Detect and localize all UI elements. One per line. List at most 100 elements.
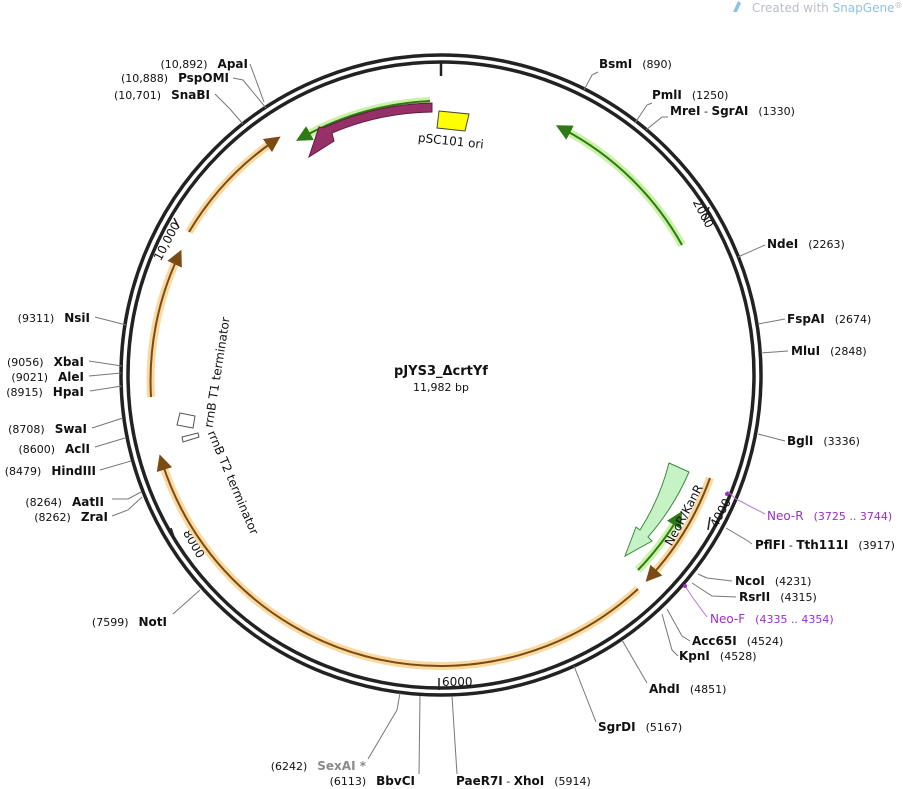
tick-4000-mark xyxy=(707,516,711,531)
site-fspai[interactable]: FspAI(2674) xyxy=(787,312,871,326)
site-xbai[interactable]: (9056)XbaI xyxy=(7,355,84,369)
tick-6000-label: 6000 xyxy=(442,675,473,689)
rep101-arrow[interactable] xyxy=(308,102,433,159)
neor-kanr-arrow[interactable] xyxy=(624,462,690,558)
feature-rrnb-t1[interactable]: rrnB T1 terminator xyxy=(176,316,233,429)
leader-ncoi xyxy=(697,573,733,582)
svg-text:(8708)SwaI: (8708)SwaI xyxy=(8,422,87,436)
primer-neo-f-name: Neo-F xyxy=(710,612,745,626)
leader-bbvci xyxy=(418,695,421,775)
site-alei[interactable]: (9021)AleI xyxy=(11,370,84,384)
neo-r-marker xyxy=(725,492,729,496)
rrnb-t1-box[interactable] xyxy=(176,412,196,429)
primer-neo-r[interactable]: Neo-R(3725 .. 3744) xyxy=(767,509,892,523)
psc101-ori-label: pSC101 ori xyxy=(417,131,484,152)
green-segment-right xyxy=(555,125,683,246)
site-noti-name: NotI xyxy=(139,615,168,629)
site-ahdi-pos: (4851) xyxy=(690,683,727,696)
leader-pspomi xyxy=(232,77,267,109)
site-hindiii-name: HindIII xyxy=(51,464,96,478)
leader-noti xyxy=(172,589,201,615)
primer-neo-f[interactable]: Neo-F(4335 .. 4354) xyxy=(710,612,834,626)
svg-text:SgrDI(5167): SgrDI(5167) xyxy=(598,720,682,734)
tick-2000-mark xyxy=(703,206,710,223)
site-paer7i-xhoi[interactable]: PaeR7I - XhoI(5914) xyxy=(456,774,591,788)
site-pmli-name: PmlI xyxy=(652,88,682,102)
site-nsii[interactable]: (9311)NsiI xyxy=(18,311,90,325)
site-hpai[interactable]: (8915)HpaI xyxy=(6,385,84,399)
svg-text:PflFI - Tth111I(3917): PflFI - Tth111I(3917) xyxy=(755,538,895,552)
site-sgrdi[interactable]: SgrDI(5167) xyxy=(598,720,682,734)
svg-text:(8915)HpaI: (8915)HpaI xyxy=(6,385,84,399)
site-pmli-pos: (1250) xyxy=(692,89,729,102)
tick-marks: 2000 4000 6000 8000 10,000 xyxy=(151,197,734,690)
site-swai-name: SwaI xyxy=(55,422,87,436)
site-acc65i-name: Acc65I xyxy=(692,634,737,648)
svg-text:(9311)NsiI: (9311)NsiI xyxy=(18,311,90,325)
site-bgli[interactable]: BglI(3336) xyxy=(787,434,860,448)
svg-text:KpnI(4528): KpnI(4528) xyxy=(679,649,756,663)
highlight-segments xyxy=(146,136,714,670)
site-noti[interactable]: (7599) NotI xyxy=(92,615,167,629)
site-mrei-sgrai[interactable]: MreI - SgrAI(1330) xyxy=(670,104,795,118)
site-snabi[interactable]: (10,701)SnaBI xyxy=(114,88,210,102)
leader-paer7i xyxy=(451,695,458,775)
feature-rep101[interactable]: Rep101 xyxy=(308,102,433,159)
primer-neo-r-range: (3725 .. 3744) xyxy=(814,510,893,523)
site-pspomi[interactable]: (10,888)PspOMI xyxy=(121,71,229,85)
site-acc65i-pos: (4524) xyxy=(747,635,784,648)
green-segment-top xyxy=(295,100,431,141)
feature-neor-kanr[interactable]: NeoR/KanR xyxy=(624,462,706,558)
site-ahdi[interactable]: AhdI(4851) xyxy=(649,682,726,696)
svg-text:(8600)AclI: (8600)AclI xyxy=(18,442,90,456)
site-sexai-pos: (6242) xyxy=(271,760,308,773)
site-zrai-name: ZraI xyxy=(81,510,108,524)
site-hindiii-pos: (8479) xyxy=(5,465,42,478)
site-bsmi-name: BsmI xyxy=(599,57,632,71)
feature-rrnb-t2[interactable]: rrnB T2 terminator xyxy=(181,428,261,537)
orange-segment-bottom xyxy=(156,454,639,667)
backbone xyxy=(119,53,763,697)
site-xbai-pos: (9056) xyxy=(7,356,44,369)
svg-text:PmlI(1250): PmlI (1250) xyxy=(652,88,728,102)
site-ndei[interactable]: NdeI(2263) xyxy=(767,237,845,251)
site-mrei-name: MreI xyxy=(670,104,700,118)
orange-segment-upperleft xyxy=(188,136,281,233)
leader-kpni xyxy=(661,613,679,657)
leader-hindiii xyxy=(99,460,132,471)
site-zrai[interactable]: (8262)ZraI xyxy=(34,510,108,524)
svg-text:NdeI(2263): NdeI(2263) xyxy=(767,237,845,251)
site-kpni[interactable]: KpnI(4528) xyxy=(679,649,756,663)
site-bsmi[interactable]: BsmI(890) xyxy=(599,57,672,71)
svg-text:(8262)ZraI: (8262)ZraI xyxy=(34,510,108,524)
site-mlui-name: MluI xyxy=(791,344,820,358)
site-sexai-name: SexAI * xyxy=(317,759,366,773)
svg-text:Acc65I(4524): Acc65I (4524) xyxy=(692,634,783,648)
site-pspomi-name: PspOMI xyxy=(178,71,229,85)
site-bbvci[interactable]: (6113)BbvCI xyxy=(330,774,415,788)
site-ncoi[interactable]: NcoI(4231) xyxy=(735,574,811,588)
site-acli[interactable]: (8600)AclI xyxy=(18,442,90,456)
site-apai[interactable]: (10,892)ApaI xyxy=(160,57,248,71)
site-swai[interactable]: (8708)SwaI xyxy=(8,422,87,436)
site-pmli[interactable]: PmlI (1250) xyxy=(652,88,728,102)
site-sexai[interactable]: (6242) SexAI * xyxy=(271,759,367,773)
site-rsrii-pos: (4315) xyxy=(780,591,817,604)
site-acc65i[interactable]: Acc65I (4524) xyxy=(692,634,783,648)
site-apai-name: ApaI xyxy=(218,57,248,71)
site-mlui[interactable]: MluI(2848) xyxy=(791,344,867,358)
site-sgrai-name: SgrAI xyxy=(711,104,748,118)
leader-sgrdi xyxy=(573,665,597,723)
leader-neo-f xyxy=(684,585,708,618)
site-aatii[interactable]: (8264)AatII xyxy=(25,495,104,509)
feature-psc101-ori[interactable]: pSC101 ori xyxy=(417,110,484,152)
site-pflfi-tth111i[interactable]: PflFI - Tth111I(3917) xyxy=(755,538,895,552)
svg-text:Neo-F(4335 .. 4354): Neo-F(4335 .. 4354) xyxy=(710,612,834,626)
site-noti-pos: (7599) xyxy=(92,616,129,629)
site-hindiii[interactable]: (8479) HindIII xyxy=(5,464,96,478)
site-rsrii[interactable]: RsrII(4315) xyxy=(739,590,817,604)
rrnb-t2-box[interactable] xyxy=(181,432,200,443)
psc101-ori-box[interactable] xyxy=(436,110,470,132)
svg-text:NcoI(4231): NcoI(4231) xyxy=(735,574,811,588)
site-nsii-name: NsiI xyxy=(64,311,90,325)
